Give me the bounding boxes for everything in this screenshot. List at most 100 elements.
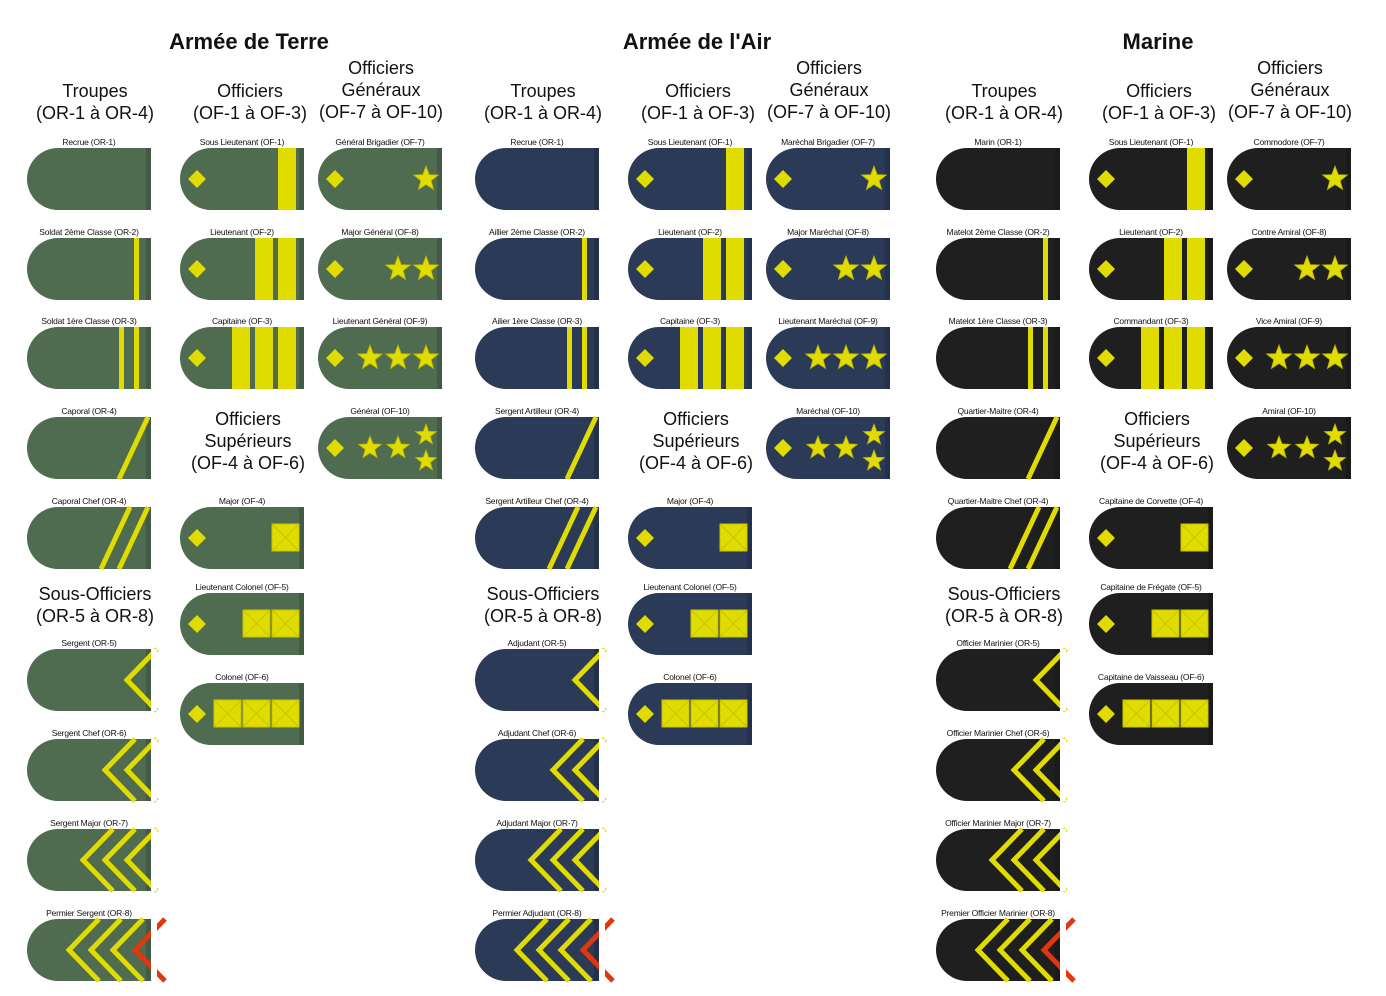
star-icon bbox=[384, 343, 412, 370]
epaulette-edge bbox=[1055, 507, 1060, 569]
rank-label: Soldat 2ème Classe (OR-2) bbox=[39, 227, 139, 237]
chevron bbox=[123, 737, 159, 803]
heading-officiers-line: Officiers bbox=[217, 81, 283, 101]
epaulette bbox=[936, 827, 1068, 893]
epaulette-edge bbox=[594, 507, 599, 569]
epaulette-edge bbox=[594, 417, 599, 479]
epaulette bbox=[180, 593, 304, 655]
rank-label: Recrue (OR-1) bbox=[62, 137, 116, 147]
rank-label: Recrue (OR-1) bbox=[510, 137, 564, 147]
bar bbox=[1164, 327, 1182, 389]
diagonal-stripe bbox=[564, 505, 599, 571]
diamond-icon bbox=[636, 260, 654, 278]
heading-officiers-line: (OF-1 à OF-3) bbox=[192, 103, 307, 123]
chevron bbox=[87, 917, 123, 983]
rank-label: Marin (OR-1) bbox=[974, 137, 1022, 147]
heading-generaux-line: Officiers bbox=[348, 58, 414, 78]
epaulette-body bbox=[318, 148, 442, 210]
heading-troupes-line: (OR-1 à OR-4) bbox=[483, 103, 602, 123]
epaulette bbox=[1089, 327, 1213, 389]
epaulette-edge bbox=[146, 739, 151, 801]
star-icon bbox=[356, 343, 384, 370]
heading-officiers-superieurs-line: (OF-4 à OF-6) bbox=[1099, 453, 1214, 473]
rank-label: Amiral (OF-10) bbox=[1262, 406, 1316, 416]
epaulette-body bbox=[318, 417, 442, 479]
epaulette-body bbox=[1227, 238, 1351, 300]
epaulette bbox=[1227, 327, 1351, 389]
epaulette-edge bbox=[1208, 593, 1213, 655]
epaulette-body bbox=[475, 238, 599, 300]
bar bbox=[726, 148, 744, 210]
epaulette-body bbox=[180, 683, 304, 745]
epaulette-edge bbox=[146, 919, 151, 981]
epaulette-body bbox=[1089, 507, 1213, 569]
epaulette-edge bbox=[747, 327, 752, 389]
epaulette-edge bbox=[1346, 148, 1351, 210]
rank-label: Caporal (OR-4) bbox=[61, 406, 117, 416]
epaulette-body bbox=[180, 507, 304, 569]
rank-label: Lieutenant (OF-2) bbox=[1119, 227, 1183, 237]
epaulette bbox=[27, 415, 151, 481]
epaulette bbox=[318, 148, 442, 210]
epaulette-body bbox=[475, 649, 599, 711]
epaulette-edge bbox=[299, 148, 304, 210]
rank-label: Lieutenant (OF-2) bbox=[210, 227, 274, 237]
rank-label: Officier Marinier Chef (OR-6) bbox=[946, 728, 1050, 738]
stripe bbox=[1028, 327, 1033, 389]
heading-sous-officiers-line: (OR-5 à OR-8) bbox=[483, 606, 602, 626]
epaulette-body bbox=[318, 238, 442, 300]
epaulette-edge bbox=[1055, 649, 1060, 711]
epaulette bbox=[180, 148, 304, 210]
epaulette-body bbox=[27, 649, 151, 711]
star-icon bbox=[412, 164, 440, 191]
epaulette bbox=[475, 415, 599, 481]
diamond-icon bbox=[636, 615, 654, 633]
rank-label: Capitaine (OF-3) bbox=[659, 316, 721, 326]
epaulette bbox=[1089, 148, 1213, 210]
chevron bbox=[101, 737, 137, 803]
epaulette bbox=[475, 505, 599, 571]
epaulette-edge bbox=[146, 417, 151, 479]
heading-officiers-line: (OF-1 à OF-3) bbox=[640, 103, 755, 123]
chevron bbox=[1032, 827, 1068, 893]
epaulette-edge bbox=[885, 238, 890, 300]
star-icon bbox=[862, 448, 886, 471]
star-icon bbox=[832, 254, 860, 281]
epaulette-edge bbox=[146, 829, 151, 891]
epaulette bbox=[1227, 238, 1351, 300]
chevron bbox=[1032, 737, 1068, 803]
epaulette bbox=[628, 238, 752, 300]
epaulette-body bbox=[936, 829, 1060, 891]
diamond-icon bbox=[188, 705, 206, 723]
epaulette bbox=[475, 827, 607, 893]
diamond-icon bbox=[636, 705, 654, 723]
branch-title: Marine bbox=[1122, 29, 1194, 54]
diamond-icon bbox=[1235, 260, 1253, 278]
heading-sous-officiers-line: Sous-Officiers bbox=[947, 584, 1061, 604]
epaulette bbox=[475, 148, 599, 210]
bar bbox=[1187, 238, 1205, 300]
diagonal-stripe bbox=[564, 415, 599, 481]
rank-label: Capitaine de Corvette (OF-4) bbox=[1099, 496, 1203, 506]
chevron bbox=[513, 917, 549, 983]
epaulette bbox=[936, 505, 1060, 571]
rank-label: Capitaine de Frégate (OF-5) bbox=[1100, 582, 1202, 592]
epaulette-body bbox=[766, 148, 890, 210]
epaulette bbox=[180, 683, 304, 745]
epaulette-edge bbox=[594, 829, 599, 891]
epaulette-edge bbox=[1055, 238, 1060, 300]
epaulette-edge bbox=[146, 649, 151, 711]
diamond-icon bbox=[774, 260, 792, 278]
diamond-icon bbox=[326, 260, 344, 278]
epaulette-body bbox=[1089, 593, 1213, 655]
stripe bbox=[582, 327, 587, 389]
epaulette-edge bbox=[885, 148, 890, 210]
epaulette bbox=[628, 593, 752, 655]
star-icon bbox=[1321, 164, 1349, 191]
epaulette-body bbox=[628, 507, 752, 569]
epaulette bbox=[318, 417, 442, 479]
heading-sous-officiers-line: (OR-5 à OR-8) bbox=[944, 606, 1063, 626]
heading-officiers-superieurs-line: (OF-4 à OF-6) bbox=[638, 453, 753, 473]
